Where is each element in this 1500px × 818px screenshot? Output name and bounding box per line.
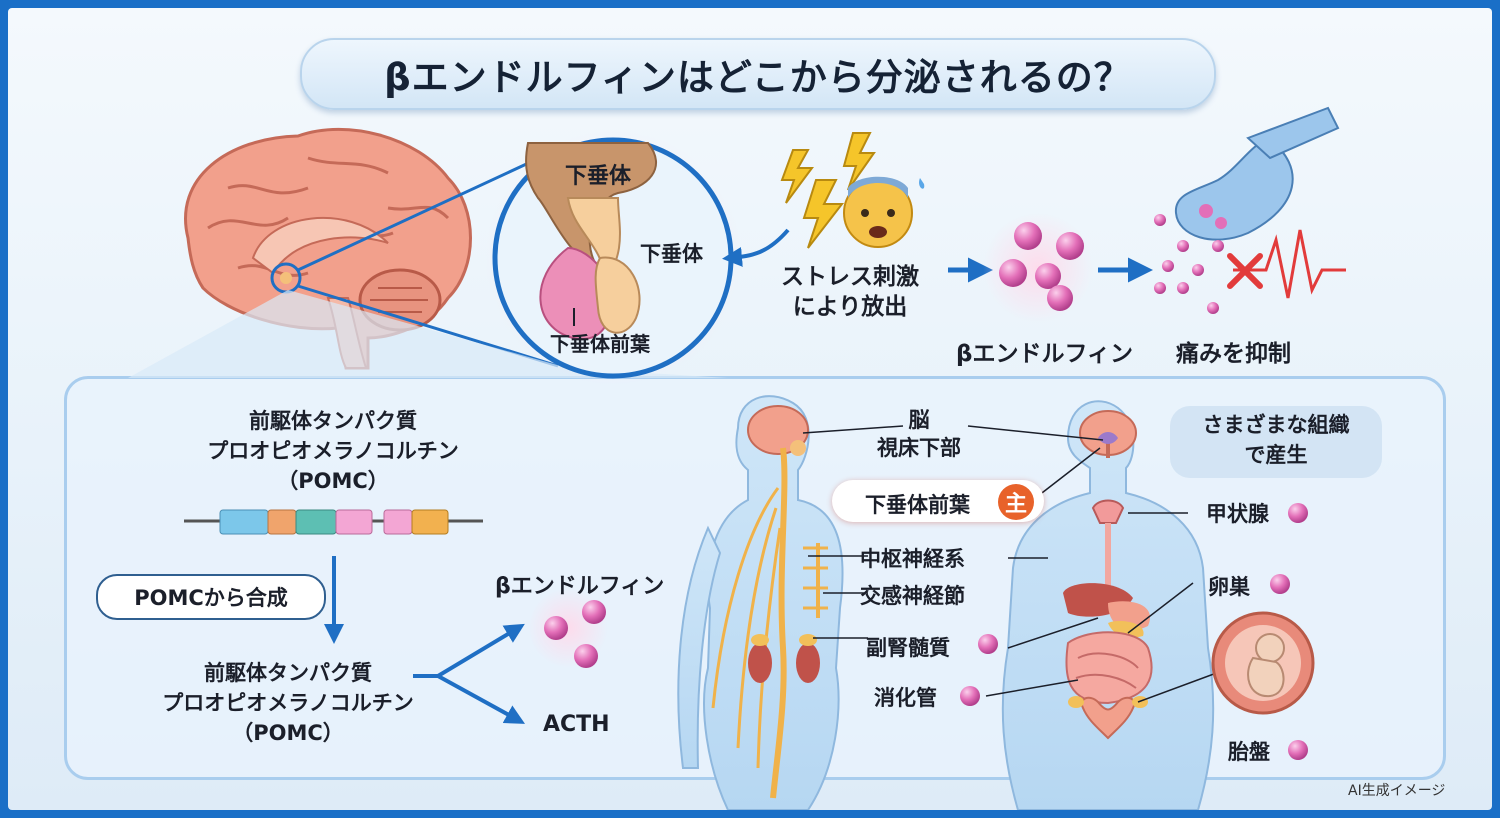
precursor2-line-2: プロオピオメラノコルチン [162, 691, 414, 715]
zoom-label-pituitary-right: 下垂体 [640, 242, 703, 266]
main-source-badge: 主 [998, 484, 1034, 520]
placenta-fetus-icon [1211, 611, 1315, 715]
precursor1-line-2: プロオピオメラノコルチン [207, 439, 459, 463]
body-right-leaders [967, 425, 1231, 703]
tissue-callout-text: さまざまな組織 で産生 [1170, 410, 1382, 470]
placenta-label: 胎盤 [1228, 740, 1270, 764]
hypothalamus-label: 視床下部 [877, 436, 961, 460]
zoom-connector [297, 152, 559, 368]
ovary-label: 卵巣 [1208, 575, 1250, 599]
sympathetic-ganglion-label: 交感神経節 [860, 584, 965, 608]
lightning-icon [780, 132, 876, 249]
infographic-frame: βエンドルフィンはどこから分泌されるの？ [8, 8, 1492, 810]
body-side-view [677, 395, 844, 810]
product-acth-label: ACTH [543, 712, 610, 737]
zoom-beam [128, 290, 728, 378]
tissue-callout [1170, 406, 1382, 478]
stress-to-pituitary-arrow [722, 228, 790, 267]
tissue-line-2: で産生 [1244, 443, 1308, 467]
zoom-label-anterior-pituitary: 下垂体前葉 [550, 332, 650, 356]
endorphin-product-icon [528, 588, 608, 668]
endorphin-molecules-icon [983, 213, 1093, 323]
ai-generated-note: AI生成イメージ [1348, 783, 1446, 799]
precursor1-line-3: （POMC） [277, 469, 389, 493]
pain-suppression-label: 痛みを抑制 [1176, 341, 1291, 367]
precursor-block-2: 前駆体タンパク質 プロオピオメラノコルチン （POMC） [138, 658, 438, 748]
pomc-gene-bar [184, 509, 483, 535]
zoom-label-pituitary-top: 下垂体 [565, 164, 632, 189]
cns-label: 中枢神経系 [860, 547, 965, 571]
endorphin-label: βエンドルフィン [956, 341, 1134, 367]
precursor-block-1: 前駆体タンパク質 プロオピオメラノコルチン （POMC） [148, 406, 518, 496]
pomc-callout-text: POMCから合成 [134, 586, 288, 610]
adrenal-medulla-label: 副腎髄質 [866, 636, 950, 660]
stress-caption: ストレス刺激 により放出 [760, 262, 940, 322]
to-acth-arrow [437, 674, 526, 724]
precursor2-line-3: （POMC） [232, 721, 344, 745]
illustration-layer [128, 106, 1346, 810]
neuron-synapse-icon [1154, 106, 1340, 314]
body-left-leaders [802, 425, 904, 639]
pain-signal-icon [1227, 229, 1346, 299]
stress-line-1: ストレス刺激 [781, 264, 919, 290]
anterior-pituitary-label: 下垂体前葉 [865, 493, 970, 517]
stress-line-2: により放出 [792, 294, 908, 320]
product-endorphin-label: βエンドルフィン [495, 574, 665, 599]
pomc-callout [96, 574, 326, 620]
body-front-view [1001, 400, 1215, 810]
thyroid-label: 甲状腺 [1206, 502, 1269, 526]
worried-face-icon [843, 176, 925, 248]
page-title: βエンドルフィンはどこから分泌されるの？ [384, 56, 1132, 99]
brain-label-block: 脳 視床下部 [876, 406, 962, 462]
tissue-line-1: さまざまな組織 [1202, 413, 1350, 437]
title-banner: βエンドルフィンはどこから分泌されるの？ [300, 38, 1216, 110]
precursor1-line-1: 前駆体タンパク質 [249, 409, 417, 433]
pituitary-zoom-circle [485, 130, 741, 386]
digestive-tract-label: 消化管 [874, 686, 937, 710]
brain-label: 脳 [908, 408, 930, 432]
precursor2-line-1: 前駆体タンパク質 [204, 661, 372, 685]
